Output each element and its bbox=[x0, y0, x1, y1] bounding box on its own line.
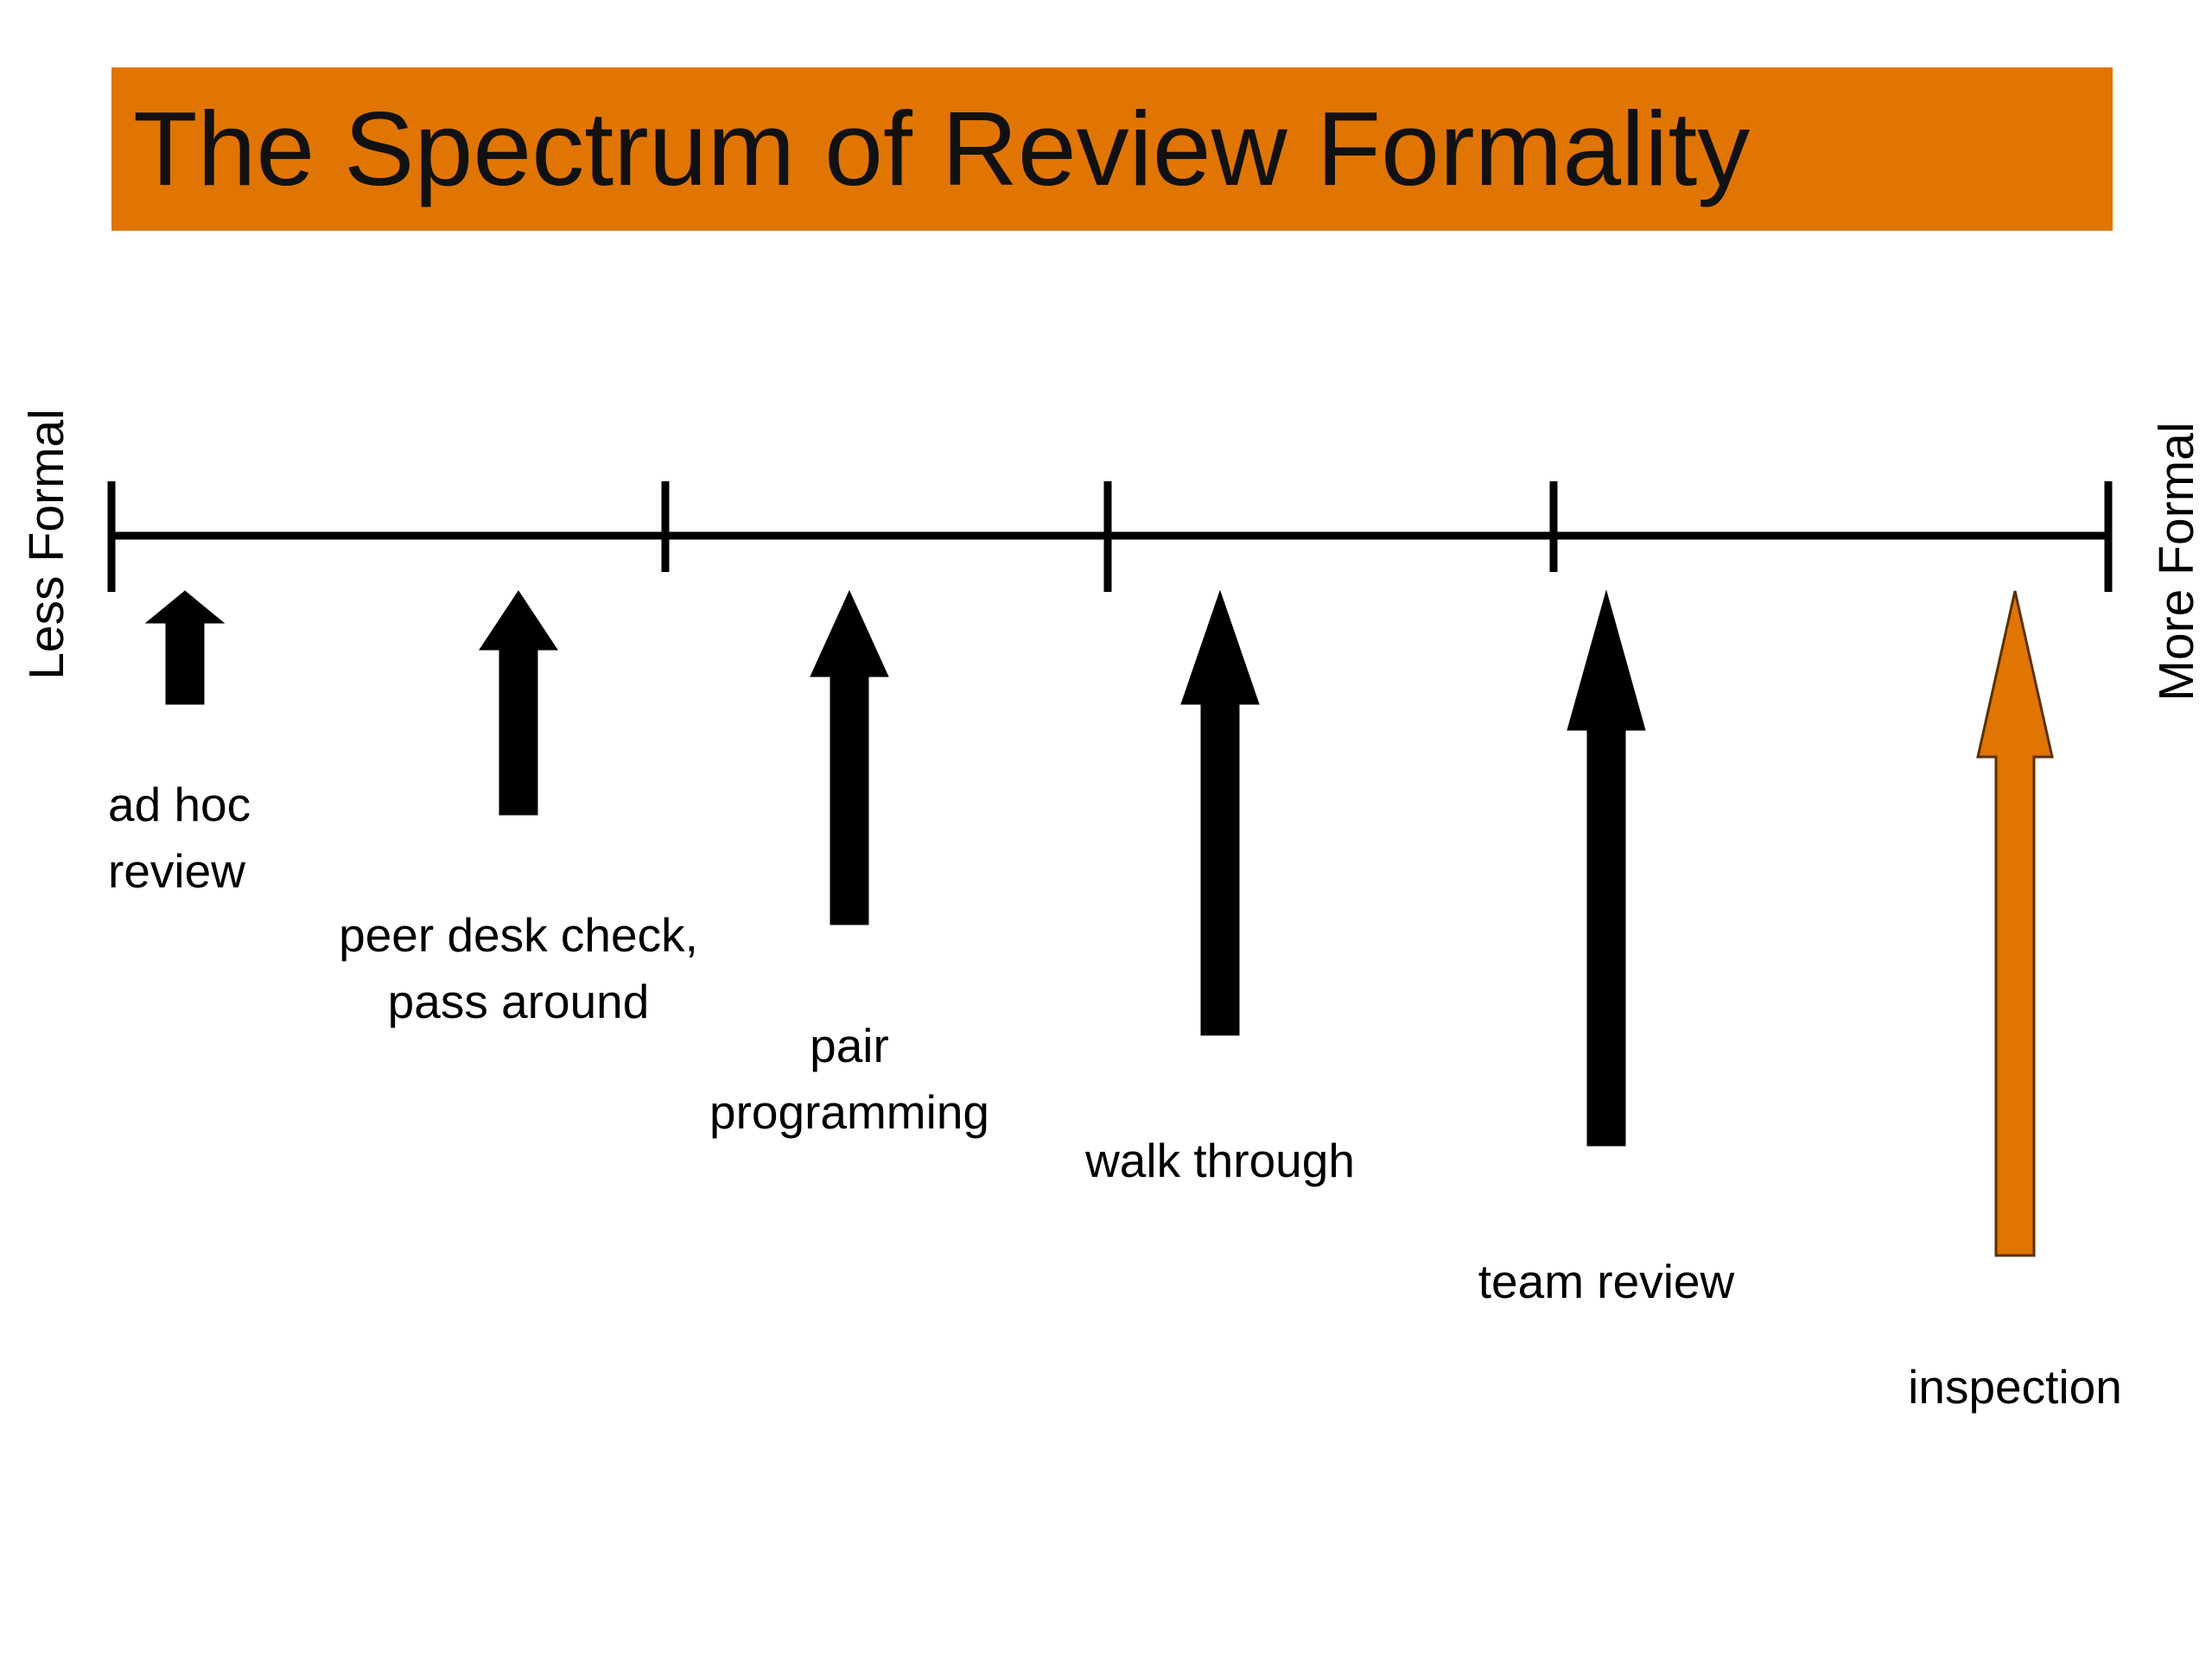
more-formal-label: More Formal bbox=[2149, 422, 2204, 702]
up-arrow-icon bbox=[1180, 589, 1260, 1036]
up-arrow-icon bbox=[810, 589, 889, 925]
up-arrow-icon bbox=[1567, 589, 1646, 1147]
review-type-label: ad hoc review bbox=[108, 778, 251, 898]
title-banner: The Spectrum of Review Formality bbox=[111, 67, 2113, 231]
review-type-label: peer desk check, pass around bbox=[339, 908, 698, 1028]
arrows-group bbox=[144, 589, 2054, 1257]
less-formal-label: Less Formal bbox=[19, 409, 74, 680]
review-type-label: pair programming bbox=[709, 1019, 990, 1139]
up-arrow-icon bbox=[144, 590, 226, 705]
highlighted-up-arrow-icon bbox=[1976, 590, 2054, 1257]
up-arrow-icon bbox=[479, 590, 558, 816]
review-type-label: inspection bbox=[1908, 1360, 2122, 1414]
page-title: The Spectrum of Review Formality bbox=[133, 90, 1751, 207]
review-type-label: walk through bbox=[1085, 1134, 1355, 1187]
review-type-label: team review bbox=[1478, 1255, 1735, 1308]
